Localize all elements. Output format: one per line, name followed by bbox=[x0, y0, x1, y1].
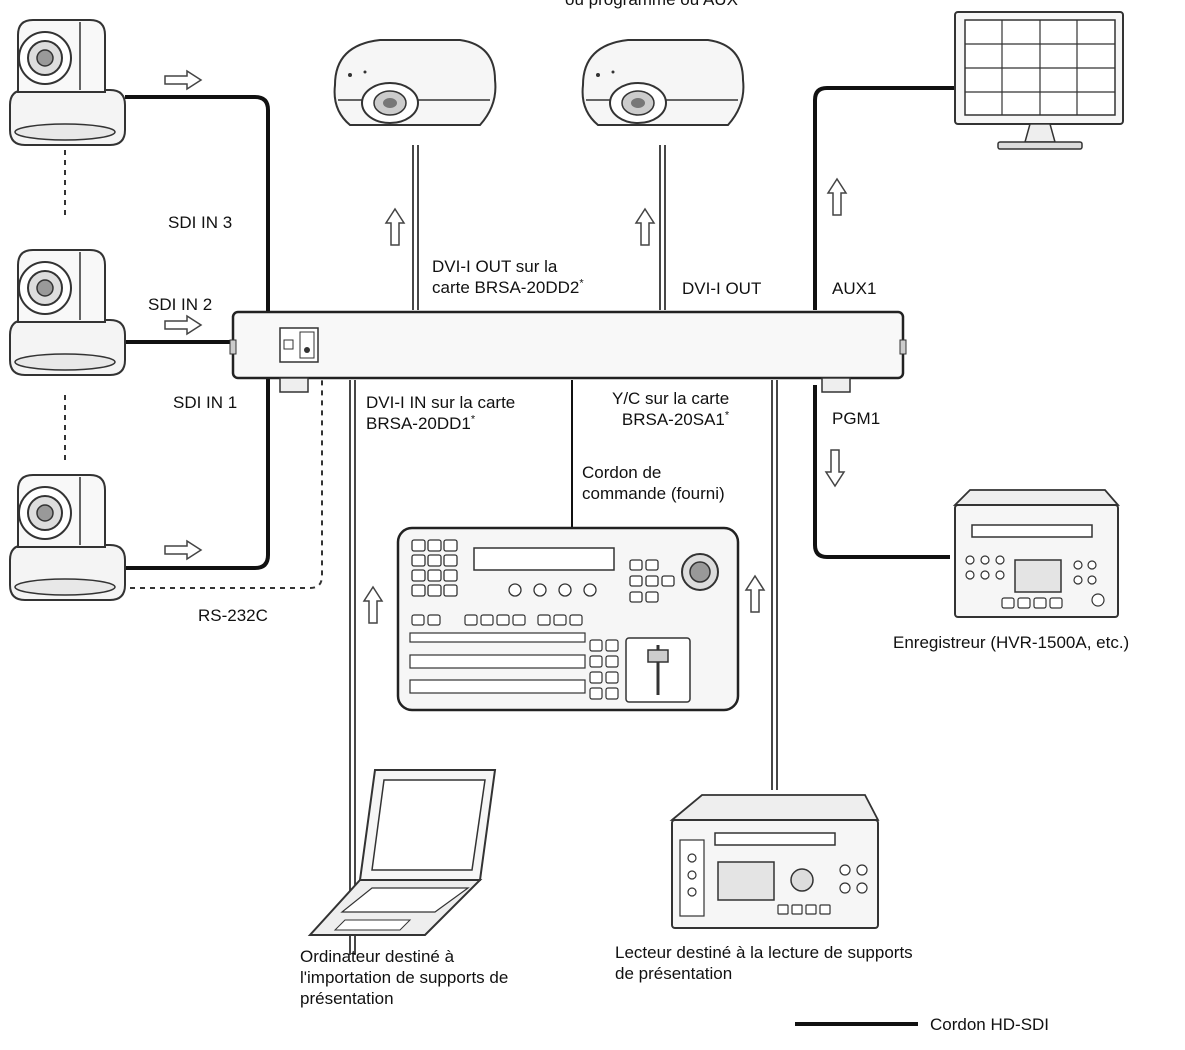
recorder-label: Enregistreur (HVR-1500A, etc.) bbox=[893, 633, 1130, 652]
dvi-in-cable bbox=[349, 380, 356, 955]
camera-3 bbox=[9, 19, 126, 146]
control-cord-label: Cordon de commande (fourni) bbox=[582, 463, 725, 503]
monitor bbox=[954, 11, 1124, 150]
aux1-cable bbox=[813, 86, 960, 310]
projector-left bbox=[333, 39, 497, 126]
computer-label: Ordinateur destiné à l'importation de su… bbox=[300, 947, 509, 1008]
arrow-down-icon bbox=[825, 449, 845, 487]
switcher-unit bbox=[229, 310, 907, 393]
pgm1-label: PGM1 bbox=[832, 409, 881, 428]
camera-2 bbox=[9, 249, 126, 376]
camera-1 bbox=[9, 474, 126, 601]
rs232c-cable bbox=[120, 380, 323, 589]
pgm1-cable bbox=[813, 385, 950, 559]
sdi-in-1-label: SDI IN 1 bbox=[173, 393, 238, 412]
yc-cable bbox=[771, 380, 778, 790]
recorder bbox=[952, 489, 1120, 618]
control-panel bbox=[396, 526, 740, 712]
arrow-up-icon bbox=[385, 208, 405, 246]
arrow-up-icon bbox=[635, 208, 655, 246]
top-cut-label: ou programme ou AUX bbox=[565, 0, 738, 10]
player-label: Lecteur destiné à la lecture de supports… bbox=[615, 943, 913, 983]
arrow-right-icon bbox=[164, 315, 202, 335]
arrow-right-icon bbox=[164, 70, 202, 90]
laptop bbox=[307, 769, 497, 936]
arrow-right-icon bbox=[164, 540, 202, 560]
arrow-up-icon bbox=[363, 586, 383, 624]
yc-label: Y/C sur la carte BRSA-20SA1* bbox=[612, 389, 730, 429]
sdi-in-2-label: SDI IN 2 bbox=[148, 295, 213, 314]
aux1-label: AUX1 bbox=[832, 279, 877, 298]
rs232c-label: RS-232C bbox=[198, 606, 268, 625]
dvi-out-dd2-label: DVI-I OUT sur la carte BRSA-20DD2* bbox=[432, 257, 584, 297]
dvi-out-dd2-cable bbox=[412, 145, 419, 310]
presentation-player bbox=[669, 794, 880, 929]
dvi-in-label: DVI-I IN sur la carte BRSA-20DD1* bbox=[366, 393, 516, 433]
dvi-out-cable bbox=[659, 145, 666, 310]
legend-hdsdi-label: Cordon HD-SDI bbox=[930, 1015, 1050, 1034]
arrow-up-icon bbox=[745, 575, 765, 613]
projector-right bbox=[581, 39, 745, 126]
arrow-up-icon bbox=[827, 178, 847, 216]
sdi-in-3-label: SDI IN 3 bbox=[168, 213, 233, 232]
dvi-out-label: DVI-I OUT bbox=[682, 279, 762, 298]
